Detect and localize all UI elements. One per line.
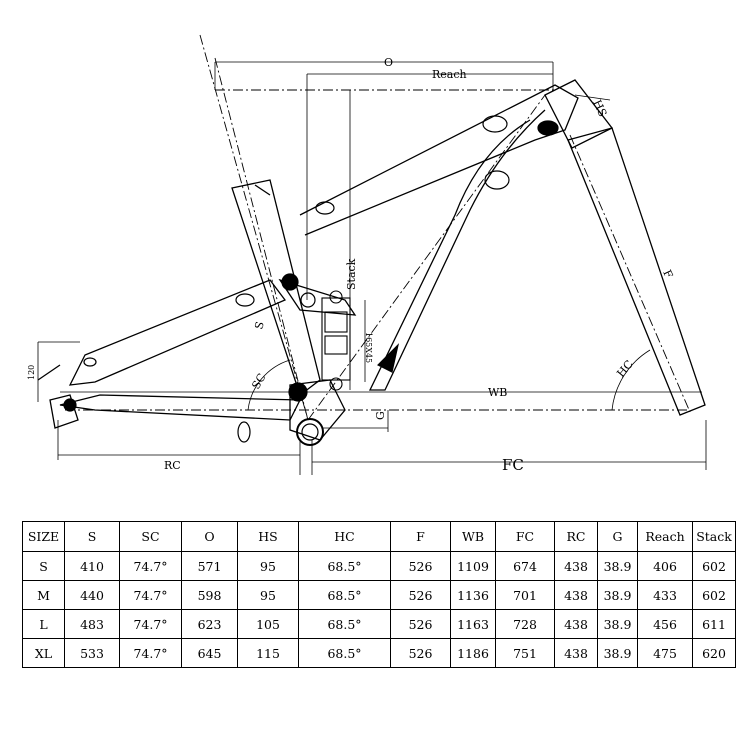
table-cell: 68.5° <box>298 580 391 610</box>
table-header-cell: G <box>597 521 638 552</box>
geometry-table: SIZE S SC O HS HC F WB FC RC G Reach Sta… <box>22 521 736 668</box>
dimension-lines <box>37 61 707 475</box>
table-cell: M <box>22 580 65 610</box>
table-cell: 674 <box>495 551 555 581</box>
table-cell: XL <box>22 638 65 668</box>
table-header-cell: HS <box>237 521 299 552</box>
table-row: M 440 74.7° 598 95 68.5° 526 1136 701 43… <box>22 580 736 610</box>
table-cell: 483 <box>64 609 120 639</box>
dim-label-reach: Reach <box>432 68 467 81</box>
table-cell: 95 <box>237 580 299 610</box>
table-cell: 701 <box>495 580 555 610</box>
table-header-cell: SC <box>119 521 182 552</box>
table-cell: 438 <box>554 609 598 639</box>
table-header-cell: HC <box>298 521 391 552</box>
table-cell: 533 <box>64 638 120 668</box>
table-cell: 526 <box>390 638 451 668</box>
table-cell: 38.9 <box>597 638 638 668</box>
table-cell: 475 <box>637 638 693 668</box>
table-cell: 440 <box>64 580 120 610</box>
dim-label-stack: Stack <box>345 258 358 290</box>
table-header-cell: Stack <box>692 521 736 552</box>
table-cell: 406 <box>637 551 693 581</box>
dim-label-rc: RC <box>164 459 181 472</box>
table-cell: 526 <box>390 609 451 639</box>
table-cell: 38.9 <box>597 609 638 639</box>
table-cell: 438 <box>554 580 598 610</box>
table-cell: 74.7° <box>119 609 182 639</box>
dim-label-shock: 165X45 <box>364 332 373 363</box>
dim-label-g: G <box>374 411 387 420</box>
table-cell: 1186 <box>450 638 496 668</box>
table-cell: 526 <box>390 551 451 581</box>
table-cell: 68.5° <box>298 638 391 668</box>
table-cell: 1163 <box>450 609 496 639</box>
dim-label-o: O <box>384 56 393 69</box>
table-cell: 38.9 <box>597 580 638 610</box>
table-cell: 410 <box>64 551 120 581</box>
table-cell: 68.5° <box>298 551 391 581</box>
table-header-cell: O <box>181 521 238 552</box>
center-lines <box>65 34 691 421</box>
table-cell: L <box>22 609 65 639</box>
table-header-row: SIZE S SC O HS HC F WB FC RC G Reach Sta… <box>22 521 736 552</box>
table-cell: 95 <box>237 551 299 581</box>
table-header-cell: RC <box>554 521 598 552</box>
table-cell: 438 <box>554 551 598 581</box>
dim-label-wb: WB <box>488 386 507 399</box>
table-cell: 623 <box>181 609 238 639</box>
table-cell: 38.9 <box>597 551 638 581</box>
table-cell: 105 <box>237 609 299 639</box>
table-cell: 751 <box>495 638 555 668</box>
table-cell: 598 <box>181 580 238 610</box>
table-header-cell: WB <box>450 521 496 552</box>
dim-label-hs: HS <box>590 98 609 119</box>
table-cell: 68.5° <box>298 609 391 639</box>
table-header-cell: F <box>390 521 451 552</box>
table-cell: 74.7° <box>119 551 182 581</box>
table-row: L 483 74.7° 623 105 68.5° 526 1163 728 4… <box>22 609 736 639</box>
table-cell: 438 <box>554 638 598 668</box>
table-cell: 74.7° <box>119 580 182 610</box>
table-header-cell: S <box>64 521 120 552</box>
table-row: S 410 74.7° 571 95 68.5° 526 1109 674 43… <box>22 551 736 581</box>
pivots <box>63 115 559 446</box>
table-header-cell: Reach <box>637 521 693 552</box>
table-cell: 433 <box>637 580 693 610</box>
rear-shock <box>321 290 351 391</box>
table-cell: 728 <box>495 609 555 639</box>
dim-label-fc: FC <box>502 456 524 474</box>
table-cell: 620 <box>692 638 736 668</box>
table-cell: 1136 <box>450 580 496 610</box>
table-cell: 456 <box>637 609 693 639</box>
table-row: XL 533 74.7° 645 115 68.5° 526 1186 751 … <box>22 638 736 668</box>
table-cell: S <box>22 551 65 581</box>
table-header-cell: SIZE <box>22 521 65 552</box>
frame-outline <box>37 79 706 441</box>
table-cell: 1109 <box>450 551 496 581</box>
dim-label-travel: 120 <box>27 365 36 380</box>
table-cell: 571 <box>181 551 238 581</box>
table-cell: 115 <box>237 638 299 668</box>
frame-geometry-drawing: O Reach HS Stack 165X45 S SC F HC WB G R… <box>27 34 707 475</box>
dim-label-hc: HC <box>614 358 636 380</box>
table-cell: 645 <box>181 638 238 668</box>
table-cell: 611 <box>692 609 736 639</box>
table-cell: 602 <box>692 580 736 610</box>
table-cell: 74.7° <box>119 638 182 668</box>
table-cell: 526 <box>390 580 451 610</box>
table-header-cell: FC <box>495 521 555 552</box>
table-cell: 602 <box>692 551 736 581</box>
dim-label-s: S <box>252 320 267 331</box>
